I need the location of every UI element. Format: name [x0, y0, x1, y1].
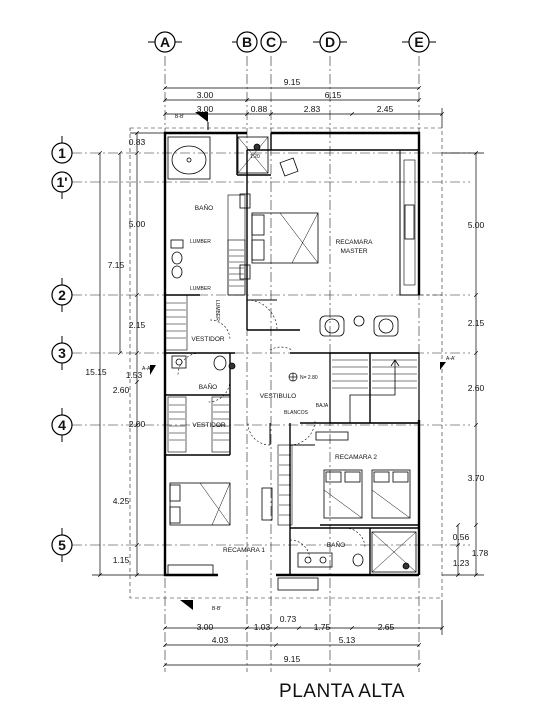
dim-bottom-mid-2: 5.13 [339, 635, 356, 645]
axis-bubble-a: A [148, 31, 182, 53]
axis-bubbles-numbers: 1 1' 2 3 4 5 [51, 136, 73, 562]
room-blancos: BLANCOS [284, 410, 309, 416]
dim-top-detail-2: 0.88 [251, 104, 268, 114]
dim-left-inner-1: 0.83 [129, 137, 146, 147]
dim-bottom-detail-4: 1.75 [314, 622, 331, 632]
axis-bubble-1-prime: 1' [51, 171, 73, 199]
dimensions-bottom [163, 600, 444, 667]
dimensions-top [163, 86, 444, 128]
axis-bubble-1: 1 [51, 136, 73, 164]
dim-top-mid-2: 6.15 [325, 90, 342, 100]
dim-bottom-detail-1: 3.00 [197, 622, 214, 632]
dim-right-7: 1.78 [472, 548, 489, 558]
dim-bottom-detail-3: 0.73 [280, 614, 297, 624]
level-label: N= 2.80 [300, 375, 318, 381]
dimensions-left [92, 131, 165, 577]
stairs [332, 359, 417, 423]
room-bano-2: BAÑO [199, 382, 217, 391]
dim-left-mid: 7.15 [108, 260, 125, 270]
room-vestidor-1: VESTIDOR [191, 336, 225, 343]
axis-bubble-e: E [402, 31, 436, 53]
section-marker-bb-bottom [180, 600, 193, 610]
room-baja: BAJA [316, 403, 329, 409]
axis-bubble-c: C [260, 31, 287, 53]
axis-bubble-3: 3 [51, 336, 73, 370]
dim-left-inner-7: 4.25 [113, 496, 130, 506]
svg-text:5: 5 [58, 537, 66, 553]
room-recamara-1: RECAMARA 1 [223, 547, 265, 554]
dim-right-5: 0.56 [453, 532, 470, 542]
svg-text:4: 4 [58, 417, 66, 433]
label-lumber-3: LUMBER [214, 300, 220, 321]
dim-right-3: 2.60 [468, 383, 485, 393]
svg-text:C: C [266, 34, 276, 50]
section-aa-right-label: A-A' [446, 356, 455, 362]
dim-bottom-mid-1: 4.03 [212, 635, 229, 645]
axis-bubble-d: D [313, 31, 347, 53]
section-marker-aa-left [150, 365, 156, 375]
room-vestidor-2: VESTIDOR [192, 422, 226, 429]
dim-left-inner-8: 1.15 [113, 555, 130, 565]
dimensions-right [442, 151, 484, 577]
dim-right-2: 2.15 [468, 318, 485, 328]
dim-bottom-detail-2: 1.03 [254, 622, 271, 632]
axis-bubble-b: B [232, 31, 258, 53]
level-marker [288, 372, 298, 382]
axis-bubble-2: 2 [51, 278, 73, 312]
axis-bubbles-letters: A B C D E [148, 31, 436, 53]
svg-text:3: 3 [58, 345, 66, 361]
axis-bubble-5: 5 [51, 528, 73, 562]
drawing-title: PLANTA ALTA [279, 681, 405, 702]
svg-text:E: E [414, 34, 423, 50]
dim-top-mid-1: 3.00 [197, 90, 214, 100]
dim-bottom-detail-5: 2.65 [378, 622, 395, 632]
room-recamara-2: RECAMARA 2 [335, 454, 377, 461]
dim-right-1: 5.00 [468, 220, 485, 230]
room-vestibulo: VESTIBULO [260, 393, 296, 400]
doors [247, 299, 315, 446]
dim-top-detail-3: 2.83 [304, 104, 321, 114]
axis-bubble-4: 4 [51, 408, 73, 442]
dim-left-inner-2: 5.00 [129, 219, 146, 229]
dim-left-outer: 15.15 [85, 367, 107, 377]
room-bano-1: BAÑO [195, 203, 213, 212]
svg-text:A: A [160, 34, 170, 50]
svg-text:1: 1 [58, 145, 66, 161]
dim-left-inner-4: 1.53 [126, 370, 143, 380]
room-master-line2: MASTER [340, 248, 367, 255]
section-marker-bb-top [195, 112, 209, 130]
dim-left-inner-5: 2.60 [113, 385, 130, 395]
dim-right-4: 3.70 [468, 473, 485, 483]
room-bano-3: BAÑO [327, 540, 345, 549]
dim-bottom-total: 9.15 [284, 654, 301, 664]
label-lumber-1: LUMBER [190, 239, 211, 245]
dim-right-6: 1.23 [453, 558, 470, 568]
svg-text:2: 2 [58, 287, 66, 303]
svg-text:1': 1' [56, 174, 67, 190]
fixtures [167, 136, 417, 591]
dim-top-total: 9.15 [284, 77, 301, 87]
dim-top-detail-4: 2.45 [377, 104, 394, 114]
dim-top-detail-1: 3.00 [197, 104, 214, 114]
room-master-line1: RECAMARA [336, 239, 374, 246]
dim-left-inner-6: 2.00 [129, 419, 146, 429]
label-lumber-2: LUMBER [190, 286, 211, 292]
dim-left-inner-3: 2.15 [129, 320, 146, 330]
section-aa-left-label: A-A' [142, 366, 151, 372]
svg-text:B: B [242, 34, 252, 50]
interior-walls [165, 133, 420, 575]
svg-text:D: D [325, 34, 335, 50]
section-bb-bottom-label: B-B' [212, 606, 221, 612]
label-height-120: 1.20 [250, 154, 260, 160]
closets [164, 194, 293, 526]
section-marker-aa-right [440, 362, 446, 370]
section-bb-top-label: B-B' [175, 114, 184, 120]
